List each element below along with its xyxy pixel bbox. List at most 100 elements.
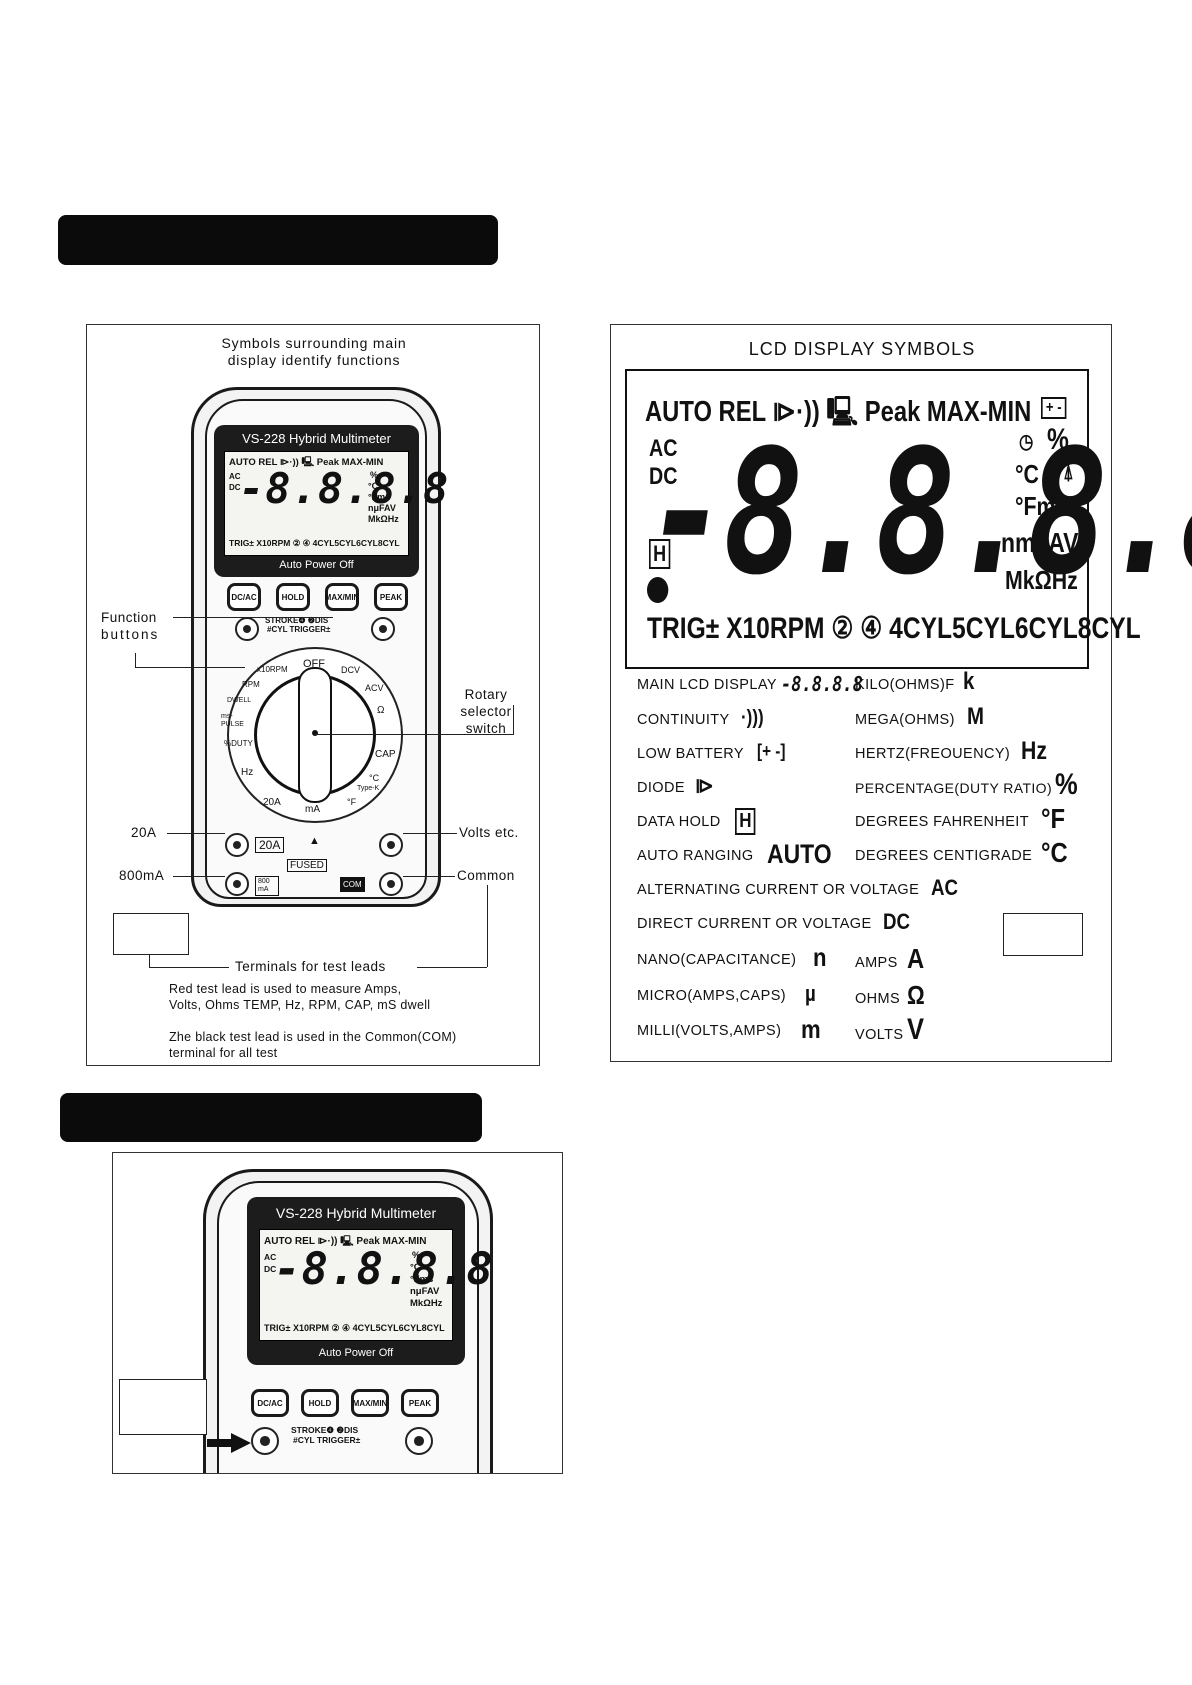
big-lcd-ac: AC	[649, 435, 678, 462]
maxmin-button-label: MAX/MIN	[325, 586, 359, 608]
hold-button-label: HOLD	[279, 586, 307, 608]
closeup-blank-box	[119, 1379, 207, 1435]
rotary-leader	[315, 734, 513, 735]
closeup-lcd-percent: %	[412, 1250, 421, 1261]
black-lead-line-1: Zhe black test lead is used in the Commo…	[169, 1030, 457, 1044]
big-lcd-top-row: AUTO REL ⧐·)) 🖳 Peak MAX-MIN	[645, 396, 1032, 428]
lcd-symbols-panel: LCD DISPLAY SYMBOLS AUTO REL ⧐·)) 🖳 Peak…	[610, 324, 1192, 1062]
closeup-lcd-digits: -8.8.8.8	[274, 1244, 494, 1295]
meter-closeup-panel: VS-228 Hybrid Multimeter AUTO REL ⧐·)) 🖳…	[112, 1152, 563, 1474]
dcac-button-label: DC/AC	[230, 586, 258, 608]
figure-caption: Symbols surrounding main display identif…	[87, 335, 541, 369]
closeup-auto-power-off: Auto Power Off	[318, 1347, 394, 1359]
left-round-button[interactable]	[235, 617, 259, 641]
lcd-main-digits: -8.8.8.8	[239, 464, 450, 513]
black-lead-line-2: terminal for all test	[169, 1046, 278, 1060]
big-lcd-mkohz: MkΩHz	[1005, 565, 1078, 595]
jack-label-fused: FUSED	[287, 859, 327, 872]
rotary-line-3: switch	[465, 721, 507, 736]
dial-fahrenheit: °F	[347, 797, 357, 807]
caption-line-1: Symbols surrounding main	[221, 335, 407, 351]
blank-box-right	[1003, 913, 1083, 956]
closeup-lcd-mkohz: MkΩHz	[410, 1298, 443, 1309]
closeup-hold-label: HOLD	[304, 1392, 336, 1414]
big-lcd-hold-icon: H	[649, 539, 671, 569]
dial-ohm: Ω	[377, 705, 385, 716]
red-lead-line-2: Volts, Ohms TEMP, Hz, RPM, CAP, mS dwell	[169, 998, 431, 1012]
meter-figure-panel: Symbols surrounding main display identif…	[86, 324, 540, 1066]
closeup-lcd-fahrenheit: °Fms	[410, 1274, 434, 1285]
legend-micro: MICRO(AMPS,CAPS)	[637, 988, 786, 1004]
lcd-bottom-row: TRIG± X10RPM ② ④ 4CYL5CYL6CYL8CYL	[229, 538, 400, 548]
lcd-unit-mkohz: MkΩHz	[368, 514, 399, 524]
red-lead-line-1: Red test lead is used to measure Amps,	[169, 982, 402, 996]
legend-dc: DIRECT CURRENT OR VOLTAGE	[637, 916, 872, 932]
lcd-top-row: AUTO REL ⧐·)) 🖳 Peak MAX-MIN	[229, 457, 384, 468]
big-lcd-celsius: °C	[1015, 459, 1039, 489]
legend-low-battery: LOW BATTERY	[637, 746, 744, 762]
lcd-frame: VS-228 Hybrid Multimeter AUTO REL ⧐·)) 🖳…	[214, 425, 448, 577]
callout-volts: Volts etc.	[459, 825, 519, 840]
arrow-icon	[207, 1433, 251, 1453]
legend-continuity: CONTINUITY	[637, 712, 730, 728]
leader-common	[403, 876, 455, 877]
terminals-bracket-left-v	[149, 955, 150, 967]
legend-kilo-symbol: k	[963, 668, 975, 695]
callout-800ma: 800mA	[119, 868, 165, 883]
closeup-lcd-top-row: AUTO REL ⧐·)) 🖳 Peak MAX-MIN	[264, 1236, 427, 1247]
terminal-800ma[interactable]	[225, 872, 249, 896]
closeup-peak-button[interactable]: PEAK	[401, 1389, 439, 1417]
terminal-20a[interactable]	[225, 833, 249, 857]
closeup-stroke-label: STROKE❹ ❷DIS	[291, 1425, 359, 1435]
big-lcd-bluetooth-icon	[647, 577, 669, 603]
closeup-maxmin-button[interactable]: MAX/MIN	[351, 1389, 389, 1417]
dial-ma: mA	[305, 804, 320, 815]
rotary-line-2: selector	[460, 704, 512, 719]
lcd-unit-percent: %	[370, 470, 379, 480]
function-leader-top	[173, 617, 333, 618]
dcac-button[interactable]: DC/AC	[227, 583, 261, 611]
arrow-icon-svg	[207, 1433, 251, 1453]
terminal-volts[interactable]	[379, 833, 403, 857]
right-round-button[interactable]	[371, 617, 395, 641]
legend-mega-symbol: M	[967, 703, 984, 730]
closeup-dcac-button[interactable]: DC/AC	[251, 1389, 289, 1417]
big-lcd-bottom-row: TRIG± X10RPM ② ④ 4CYL5CYL6CYL8CYL	[647, 612, 1141, 645]
closeup-lcd-bottom-row: TRIG± X10RPM ② ④ 4CYL5CYL6CYL8CYL	[264, 1323, 445, 1333]
peak-button-label: PEAK	[377, 586, 405, 608]
big-lcd-percent: %	[1047, 423, 1069, 456]
peak-button[interactable]: PEAK	[374, 583, 408, 611]
closeup-meter-title: VS-228 Hybrid Multimeter	[275, 1205, 437, 1221]
auto-power-off: Auto Power Off	[279, 559, 354, 571]
hold-button[interactable]: HOLD	[276, 583, 310, 611]
legend-continuity-icon: ·)))	[741, 707, 764, 729]
closeup-left-round-button[interactable]	[251, 1427, 279, 1455]
terminal-com[interactable]	[379, 872, 403, 896]
leader-20a	[167, 833, 225, 834]
maxmin-button[interactable]: MAX/MIN	[325, 583, 359, 611]
dial-cap: CAP	[375, 749, 396, 760]
big-lcd-clock-icon: ◷	[1019, 431, 1034, 453]
legend-battery-icon: [+ -]	[757, 741, 786, 761]
dial-hz: Hz	[241, 767, 254, 778]
dial-duty: %DUTY	[224, 739, 253, 748]
legend-diode-icon: ⧐	[695, 773, 714, 798]
legend-hold-icon: H	[735, 808, 756, 835]
legend-nano-symbol: n	[813, 942, 827, 972]
big-lcd-fahrenheit: °Fms	[1015, 491, 1068, 521]
closeup-cyl-trigger-label: #CYL TRIGGER±	[293, 1435, 361, 1445]
closeup-right-round-button[interactable]	[405, 1427, 433, 1455]
legend-percentage: PERCENTAGE(DUTY RATIO)	[855, 780, 1053, 796]
leader-volts	[403, 833, 457, 834]
dial-celsius: °C	[369, 773, 380, 783]
jack-label-20a: 20A	[255, 837, 285, 853]
closeup-hold-button[interactable]: HOLD	[301, 1389, 339, 1417]
terminals-bracket-right-h	[417, 967, 487, 968]
legend-amps-symbol: A	[907, 943, 925, 974]
legend-amps: AMPS	[855, 955, 898, 971]
function-line-2: buttons	[101, 627, 160, 642]
closeup-lcd-ac: AC	[264, 1252, 277, 1262]
lcd-ac-label: AC	[229, 472, 241, 481]
jack-label-com: COM	[340, 877, 365, 892]
callout-20a: 20A	[131, 825, 157, 840]
